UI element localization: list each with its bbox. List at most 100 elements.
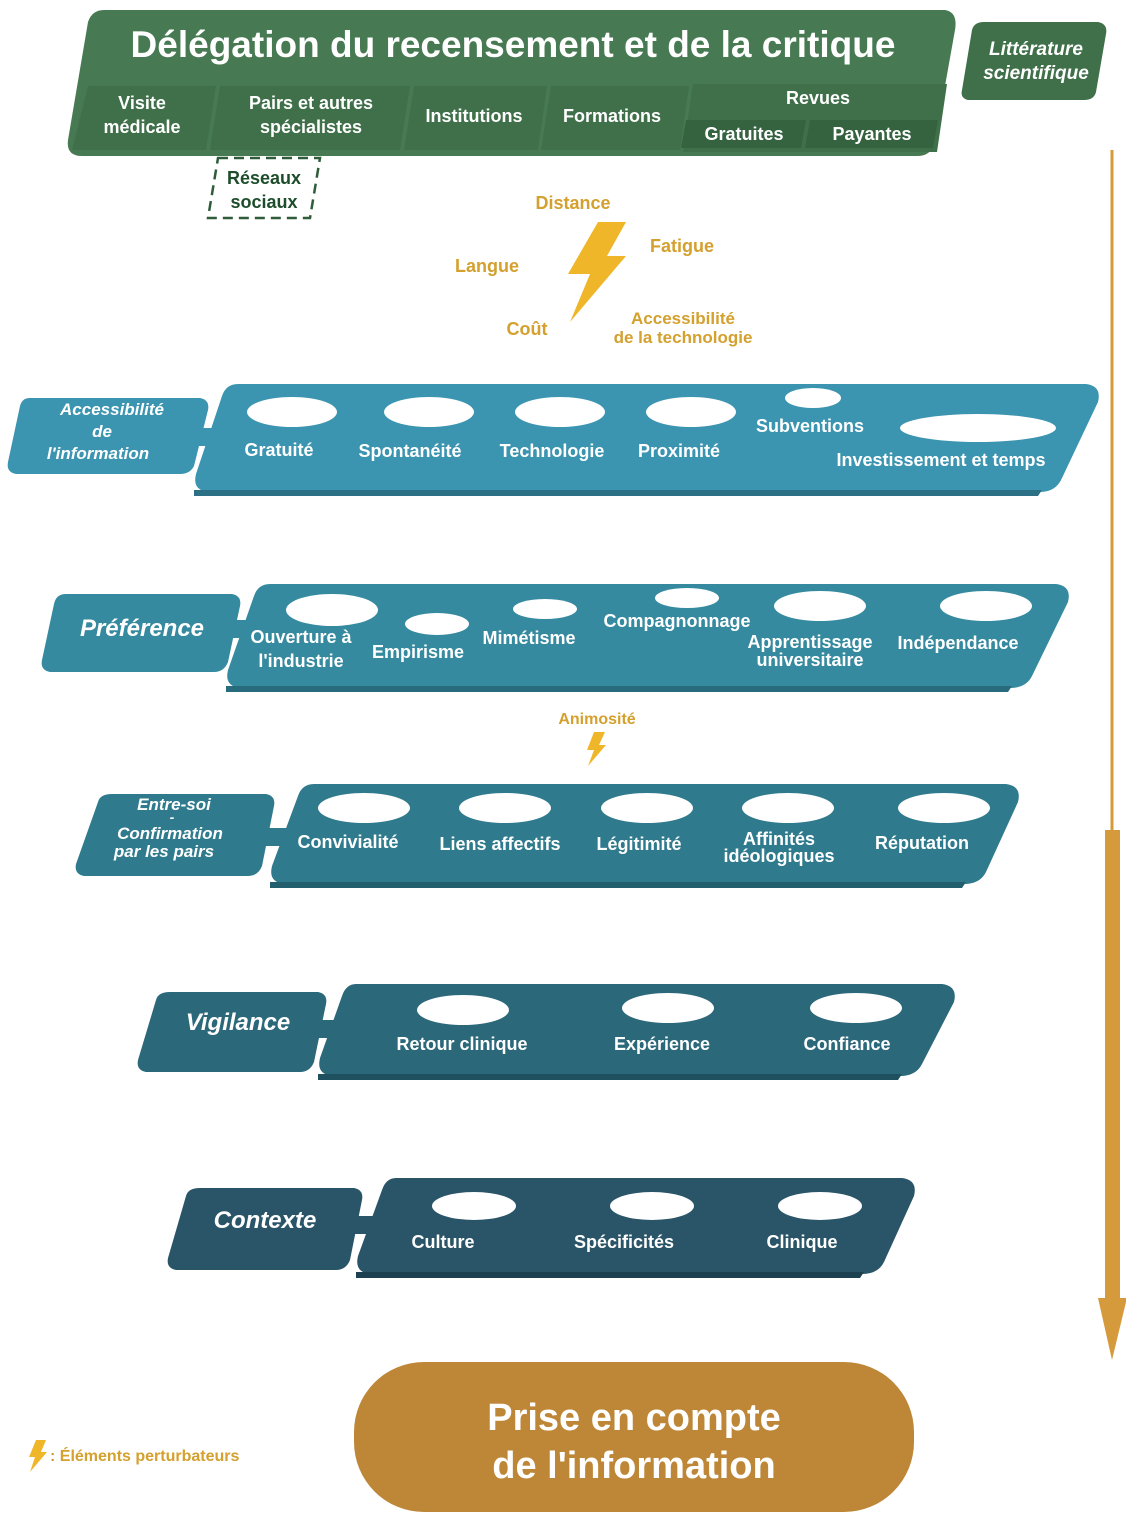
filter-hole [742,793,834,823]
filter-label-line2: de [92,422,112,441]
filter-hole [622,993,714,1023]
filter-label-line2: - [170,809,175,825]
filter-hole [655,588,719,608]
item-apprentissage-line1: Apprentissage [747,632,872,652]
filter-hole [384,397,474,427]
social-networks-box: Réseaux sociaux [206,156,322,220]
filter-hole [778,1192,862,1220]
item-mimetisme: Mimétisme [482,628,575,648]
result-line1: Prise en compte [487,1397,781,1439]
item-retour-clinique: Retour clinique [396,1034,527,1054]
filter-label-line1: Vigilance [186,1009,290,1036]
item-liens-affectifs: Liens affectifs [439,834,560,854]
source-payantes-label: Payantes [832,124,911,144]
result-box: Prise en compte de l'information [354,1362,914,1512]
lightning-icon [587,732,606,766]
item-ouverture-line1: Ouverture à [250,627,352,647]
filter-hole [610,1192,694,1220]
item-convivialite: Convivialité [297,832,398,852]
header-title: Délégation du recensement et de la criti… [131,24,896,65]
disruptor-distance: Distance [535,193,610,213]
filter-label-box [75,794,275,876]
source-institutions: Institutions [404,86,547,150]
filter-hole [417,995,509,1025]
filter-hole [405,613,469,635]
item-clinique: Clinique [767,1232,838,1252]
filter-hole [940,591,1032,621]
item-spontaneite: Spontanéité [358,441,461,461]
filter-label-box [7,398,209,474]
literature-line1: Littérature [989,39,1083,60]
filter-accessibilite: Accessibilité de l'information Gratuité … [7,384,1099,496]
filter-hole [810,993,902,1023]
filter-hole [785,388,841,408]
lightning-icon [568,222,626,322]
filter-contexte: Contexte Culture Spécificités Clinique [167,1178,915,1278]
item-empirisme: Empirisme [372,642,464,662]
filter-hole [601,793,693,823]
filter-hole [459,793,551,823]
item-reputation: Réputation [875,833,969,853]
item-culture: Culture [412,1232,475,1252]
item-proximite: Proximité [638,441,720,461]
literature-line2: scientifique [983,63,1089,84]
filter-hole [286,594,378,626]
item-subventions: Subventions [756,416,864,436]
source-visite-line2: médicale [103,117,180,137]
social-line2: sociaux [230,192,297,212]
filter-preference: Préférence Ouverture à l'industrie Empir… [41,584,1069,692]
filter-label-line4: par les pairs [113,842,214,861]
item-technologie: Technologie [500,441,605,461]
filter-label-box [167,1188,363,1270]
filter-vigilance: Vigilance Retour clinique Expérience Con… [137,984,955,1080]
disruptor-accessibilite-line1: Accessibilité [631,309,735,328]
literature-box: Littérature scientifique [961,22,1107,100]
flow-arrow [1098,150,1126,1360]
source-institutions-label: Institutions [426,106,523,126]
filter-hole [900,414,1056,442]
result-line2: de l'information [492,1445,775,1487]
item-confiance: Confiance [803,1034,890,1054]
legend-label: : Éléments perturbateurs [50,1446,239,1465]
disruptor-accessibilite-line2: de la technologie [614,328,753,347]
filter-hole [247,397,337,427]
filter-hole [774,591,866,621]
item-compagnonnage: Compagnonnage [604,611,751,631]
item-specificites: Spécificités [574,1232,674,1252]
source-pairs: Pairs et autres spécialistes [210,86,410,150]
source-revues: Revues Gratuites Payantes [681,84,947,152]
filter-hole [515,397,605,427]
filter-hole [318,793,410,823]
filter-label-line3: l'information [47,444,149,463]
source-formations-label: Formations [563,106,661,126]
item-investissement: Investissement et temps [836,450,1045,470]
filter-label-box [41,594,241,672]
filter-hole [432,1192,516,1220]
filter-entre-soi: Entre-soi - Confirmation par les pairs C… [75,784,1019,888]
item-gratuite: Gratuité [244,440,313,460]
filter-label-line1: Entre-soi [137,795,212,814]
source-gratuites-label: Gratuites [704,124,783,144]
source-pairs-line2: spécialistes [260,117,362,137]
source-pairs-line1: Pairs et autres [249,93,373,113]
filter-label-line3: Confirmation [117,824,223,843]
legend: : Éléments perturbateurs [29,1440,239,1472]
item-legitimite: Légitimité [596,834,681,854]
filter-hole [646,397,736,427]
filter-label-line1: Contexte [214,1207,317,1234]
disruptor-animosite: Animosité [558,711,635,728]
filter-label-line1: Accessibilité [59,400,164,419]
filter-label-line1: Préférence [80,615,204,642]
disruptor-cout: Coût [507,319,548,339]
item-experience: Expérience [614,1034,710,1054]
disruptor-langue: Langue [455,256,519,276]
item-ouverture-line2: l'industrie [258,651,343,671]
source-visite: Visite médicale [72,86,216,150]
item-affinites-line1: Affinités [743,829,815,849]
lightning-icon [29,1440,47,1472]
item-affinites-line2: idéologiques [723,846,834,866]
source-revues-label: Revues [786,88,850,108]
source-visite-line1: Visite [118,93,166,113]
source-formations: Formations [541,86,689,150]
